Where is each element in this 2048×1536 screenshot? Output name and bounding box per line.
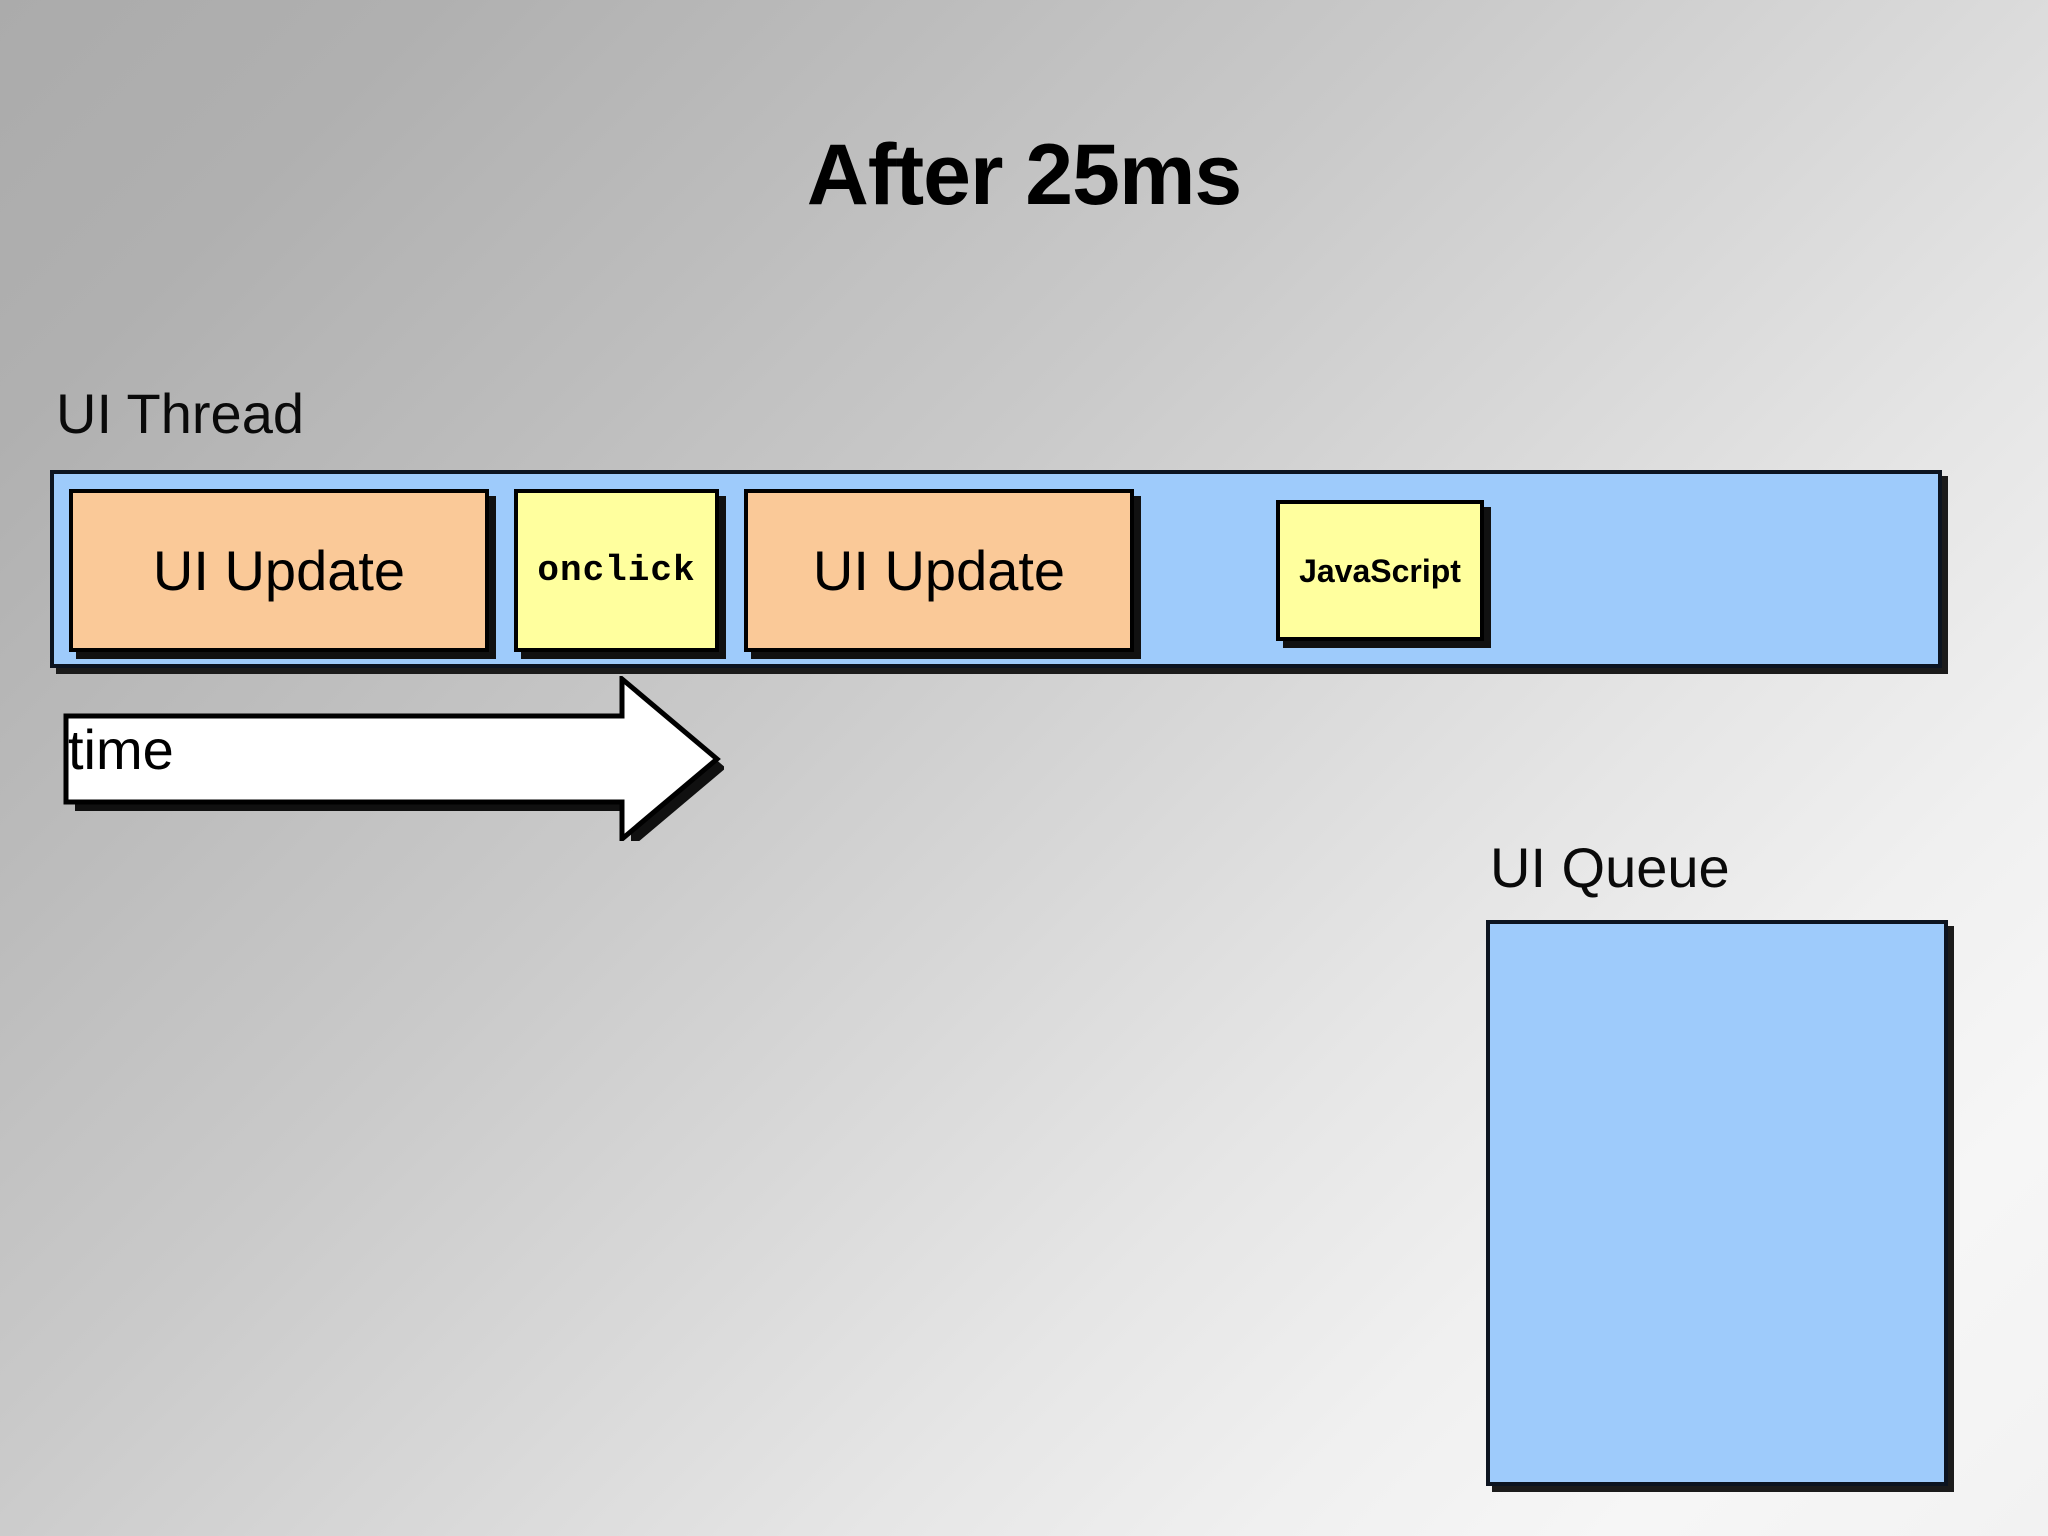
task-block-javascript[interactable]: JavaScript	[1276, 500, 1484, 641]
ui-queue-container	[1486, 920, 1948, 1486]
task-block-label: UI Update	[152, 538, 406, 602]
task-block-label: JavaScript	[1299, 552, 1461, 589]
task-block-onclick[interactable]: onclick	[514, 489, 719, 652]
ui-queue-label: UI Queue	[1490, 836, 1730, 899]
task-block-label: onclick	[537, 549, 696, 591]
page-title: After 25ms	[806, 127, 1243, 223]
time-axis-arrow	[52, 676, 724, 841]
task-block-ui-update-2[interactable]: UI Update	[744, 489, 1134, 652]
task-block-label: UI Update	[812, 538, 1066, 602]
time-arrow-shape	[63, 676, 724, 841]
ui-thread-track: UI Update onclick UI Update JavaScript	[50, 470, 1942, 668]
ui-thread-label: UI Thread	[56, 382, 304, 445]
time-arrow-body	[63, 676, 721, 841]
task-block-ui-update-1[interactable]: UI Update	[69, 489, 489, 652]
time-axis-label: time	[68, 718, 174, 781]
